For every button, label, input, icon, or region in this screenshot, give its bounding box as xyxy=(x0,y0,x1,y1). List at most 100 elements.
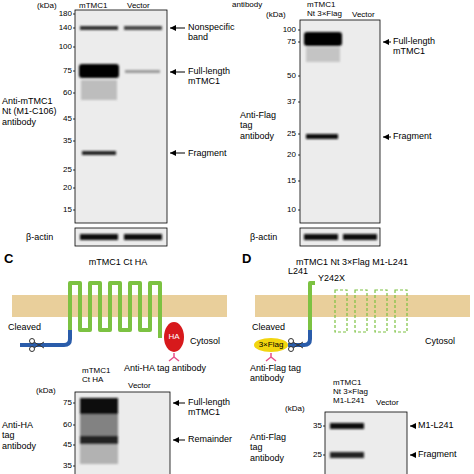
blot-bands xyxy=(330,423,364,458)
blot-bands xyxy=(80,234,162,240)
mw-marker: 35 xyxy=(63,136,72,145)
mw-marker: 25 xyxy=(63,165,72,174)
mw-marker: 50 xyxy=(287,71,296,80)
antibody-label: Anti-mTMC1 Nt (M1-C106) antibody xyxy=(2,96,59,127)
tick xyxy=(73,210,75,211)
blot-bands xyxy=(79,26,162,155)
mw-marker: 15 xyxy=(287,176,296,185)
loading-control-label: β-actin xyxy=(250,232,277,242)
tick xyxy=(298,181,300,182)
band-label: Fragment xyxy=(418,449,457,459)
blot-bands xyxy=(80,398,118,464)
lane-label: mTMC1 Nt 3×Flag xyxy=(307,0,344,18)
lane-label: mTMC1 Ct HA xyxy=(82,366,116,384)
tick xyxy=(298,76,300,77)
tick xyxy=(323,455,325,456)
blot-membrane xyxy=(300,20,380,223)
deleted-helices xyxy=(335,290,407,332)
band-label: Full-length mTMC1 xyxy=(188,66,248,87)
blot-membrane xyxy=(75,10,167,223)
band xyxy=(304,234,338,240)
blot-bands xyxy=(304,32,342,139)
band-arrows xyxy=(173,403,185,440)
mw-marker: 180 xyxy=(59,9,72,18)
tag-oval: 3×Flag xyxy=(254,338,288,352)
lane-label: Vector xyxy=(127,1,150,10)
tick xyxy=(298,42,300,43)
transmembrane-helices xyxy=(70,283,160,338)
tick xyxy=(73,119,75,120)
schematic-label: Cleaved xyxy=(252,322,285,332)
panel-letter: D xyxy=(242,252,251,267)
scissors-symbol xyxy=(30,339,45,352)
tick xyxy=(73,93,75,94)
band xyxy=(330,423,364,429)
dashed-helix xyxy=(335,290,347,332)
blot-bands xyxy=(304,234,377,240)
tick xyxy=(73,14,75,15)
mw-marker: 10 xyxy=(287,205,296,214)
band-arrow xyxy=(170,153,185,154)
band-arrow xyxy=(383,137,391,138)
antibody-label: Anti-Flag tag antibody xyxy=(240,110,285,141)
band xyxy=(125,70,160,73)
dashed-helix xyxy=(395,290,407,332)
tick xyxy=(298,102,300,103)
antibody-label: antibody xyxy=(232,0,262,9)
lane-label: mTMC1 xyxy=(79,1,107,10)
band xyxy=(330,452,364,458)
band xyxy=(80,26,118,30)
mw-marker: 60 xyxy=(63,420,72,429)
schematic-label: Cleaved xyxy=(8,322,41,332)
kda-unit: (kDa) xyxy=(36,386,56,395)
tick xyxy=(73,445,75,446)
antibody-symbol xyxy=(266,353,276,361)
band xyxy=(343,234,377,240)
lane-label: Vector xyxy=(376,398,399,407)
blot-membrane xyxy=(75,392,170,474)
scissors-handle xyxy=(30,347,35,352)
band-smear xyxy=(306,47,340,62)
marker-ticks xyxy=(323,426,325,455)
tick xyxy=(73,141,75,142)
band xyxy=(80,398,118,414)
band-label: Full-length mTMC1 xyxy=(188,397,248,418)
tick xyxy=(73,425,75,426)
mw-marker: 35 xyxy=(313,421,322,430)
mw-marker: 60 xyxy=(63,88,72,97)
schematic-label: Y242X xyxy=(318,273,345,283)
schematic-label: Cytosol xyxy=(190,336,220,346)
dashed-helix xyxy=(375,290,387,332)
mw-marker: 25 xyxy=(287,129,296,138)
band xyxy=(124,234,162,240)
band-arrows xyxy=(383,42,391,137)
mw-marker: 35 xyxy=(63,461,72,470)
mw-marker: 140 xyxy=(59,23,72,32)
scissors-blade xyxy=(34,342,44,348)
tick xyxy=(298,134,300,135)
mw-marker: 45 xyxy=(63,114,72,123)
tick xyxy=(73,188,75,189)
band-arrows xyxy=(410,426,416,455)
schematic-label: Anti-Flag tag antibody xyxy=(250,363,312,384)
tick xyxy=(73,466,75,467)
tick xyxy=(73,403,75,404)
mw-marker: 25 xyxy=(313,450,322,459)
n-terminus xyxy=(20,330,70,345)
scissors-blade xyxy=(34,342,44,348)
mw-marker: 100 xyxy=(283,25,296,34)
scissors-symbol xyxy=(289,339,304,352)
schematic-label: Anti-HA tag antibody xyxy=(124,363,206,373)
n-terminus xyxy=(288,330,310,345)
lane-label: Vector xyxy=(352,10,375,19)
tick xyxy=(73,47,75,48)
tick xyxy=(298,210,300,211)
antibody-symbol xyxy=(169,353,179,361)
mw-marker: 75 xyxy=(63,398,72,407)
tag-label: 3×Flag xyxy=(259,341,284,350)
band xyxy=(80,234,118,240)
lane-label: mTMC1 Nt 3×Flag M1-L241 xyxy=(333,378,370,406)
band-arrow xyxy=(170,28,185,29)
band-arrow xyxy=(410,426,416,427)
